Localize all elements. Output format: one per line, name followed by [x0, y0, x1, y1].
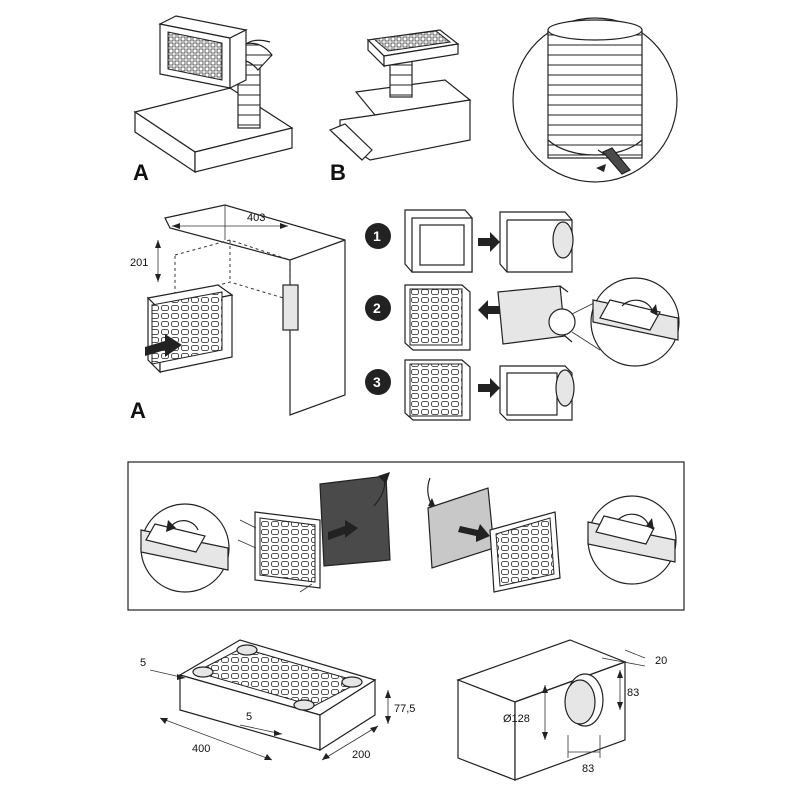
step-1-badge: [365, 223, 391, 249]
figure-b-rigid-duct-installation: B: [328, 29, 472, 185]
filter-replacement-panel: [127, 461, 685, 611]
frame-box-dimension-drawing: 20 83 Ø128 83: [456, 639, 667, 781]
step-2-number: 2: [373, 300, 381, 316]
dim-height-201: 201: [130, 257, 148, 269]
dim-grille-margin-side: 5: [140, 657, 146, 669]
step-1-remove-frame: 1: [365, 209, 574, 273]
figure-a-label: A: [133, 160, 149, 185]
figure-b-label: B: [330, 160, 346, 185]
step-2-insert-filter: 2: [365, 277, 680, 367]
dim-box-half-lower: 83: [582, 763, 594, 775]
dim-grille-depth: 200: [352, 749, 370, 761]
figure-a-flexible-duct-installation: A: [133, 15, 294, 185]
step-3-insert-into-frame: 3: [365, 359, 575, 421]
step-3-badge: [365, 369, 391, 395]
dim-grille-height: 77,5: [394, 703, 415, 715]
dim-grille-margin-inner: 5: [246, 711, 252, 723]
dim-box-offset: 20: [655, 655, 667, 667]
dim-box-diameter: Ø128: [503, 713, 530, 725]
step-2-badge: [365, 295, 391, 321]
figure-cabinet-label: A: [130, 398, 146, 423]
step-1-number: 1: [373, 228, 381, 244]
step-3-number: 3: [373, 374, 381, 390]
detail-duct-clamp: [512, 17, 678, 183]
figure-cabinet-installation: 403 201 A: [130, 204, 346, 423]
dim-grille-length: 400: [192, 743, 210, 755]
dim-width-403: 403: [247, 212, 265, 224]
dim-box-half-upper: 83: [627, 687, 639, 699]
grille-dimension-drawing: 5 5 77,5 400 200: [140, 639, 415, 761]
